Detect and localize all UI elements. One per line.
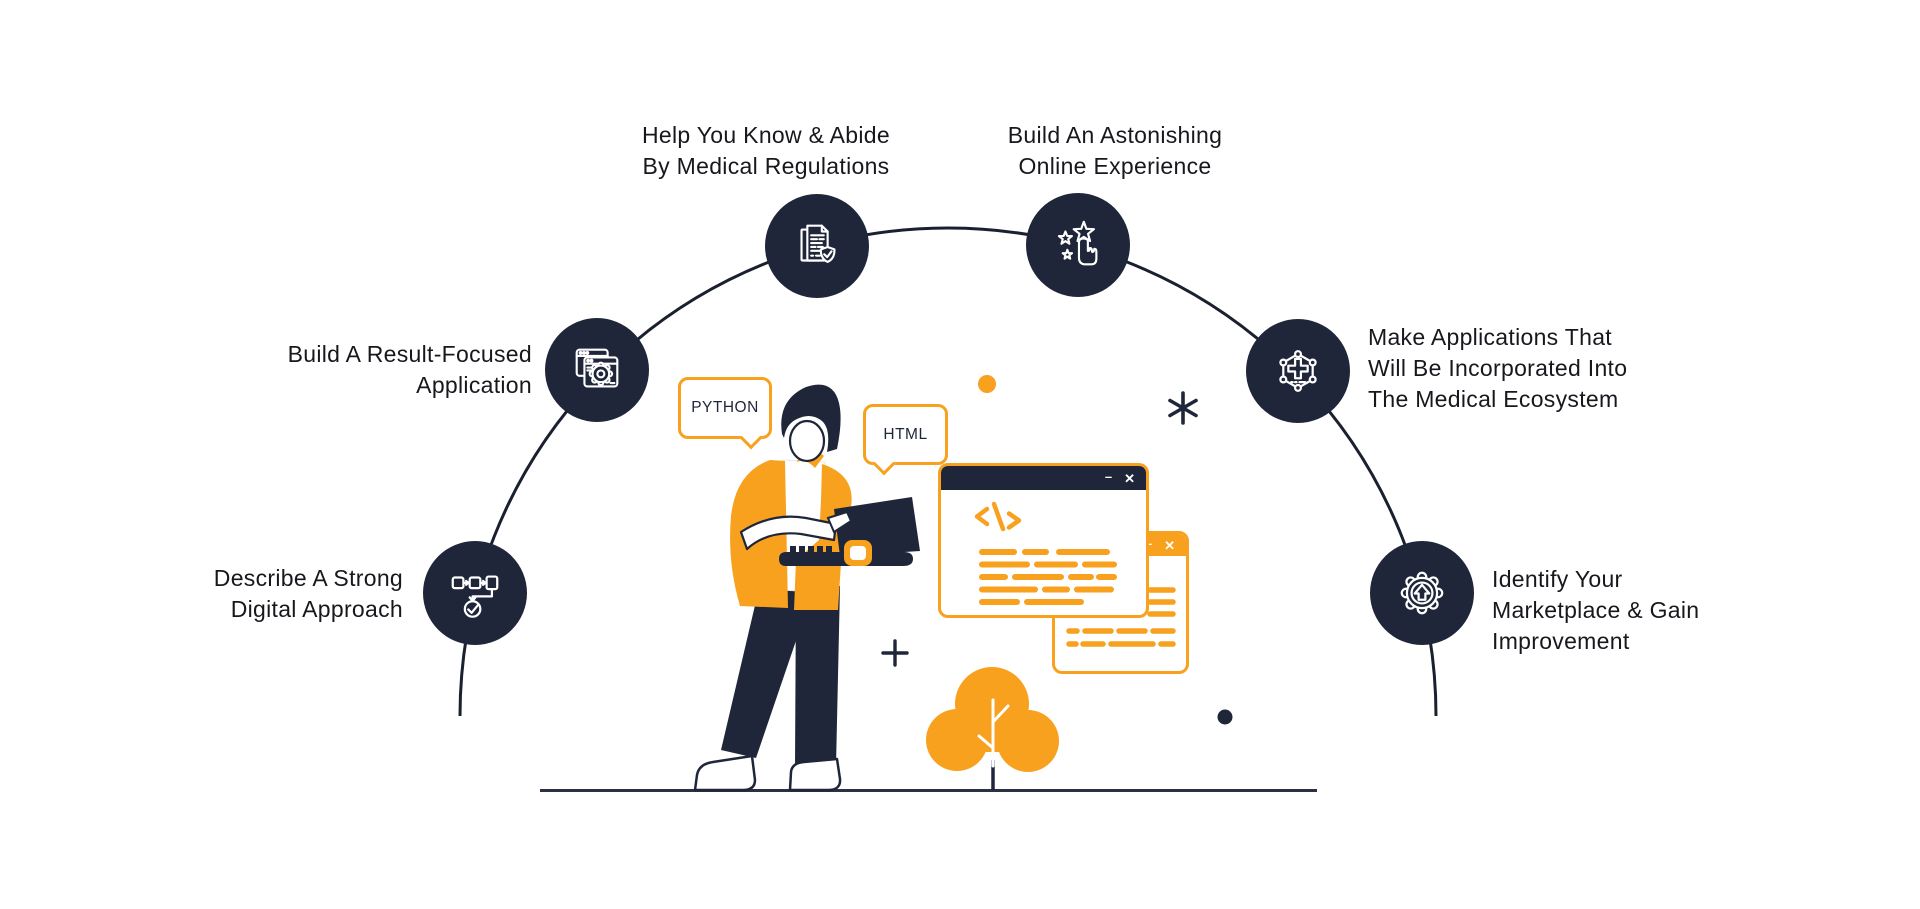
step-label-describe: Describe A Strong Digital Approach (213, 565, 403, 622)
code-icon (974, 501, 1022, 532)
step-node-regulations (765, 194, 869, 298)
step-node-astonishing (1026, 193, 1130, 297)
browser-gear-icon (575, 348, 619, 388)
step-label-ecosystem: Make Applications That Will Be Incorpora… (1368, 324, 1628, 412)
right-shoe (788, 757, 842, 792)
step-label-identify: Identify Your Marketplace & Gain Improve… (1492, 566, 1700, 654)
gear-up-arrow-icon (1400, 571, 1444, 615)
step-label-astonishing: Build An Astonishing Online Experience (1007, 122, 1223, 179)
front-window-titlebar: – ✕ (941, 466, 1146, 490)
plus-decoration (881, 639, 909, 667)
tree-icon (926, 667, 1059, 790)
flowchart-check-icon (451, 575, 499, 618)
medical-cross-glyph (1287, 357, 1309, 380)
navy-dot (1217, 709, 1233, 725)
document-shield-check-icon (800, 224, 836, 264)
stars-rating-hand-icon (1057, 220, 1098, 266)
step-node-result-focused (545, 318, 649, 422)
gear-glyph (588, 361, 614, 387)
code-content (974, 501, 1117, 605)
asterisk-decoration (1168, 391, 1198, 425)
close-icon: ✕ (1164, 537, 1175, 553)
semicircle-arc (458, 226, 1438, 717)
code-lines (1066, 587, 1176, 647)
speech-bubble-html: HTML (863, 404, 948, 465)
up-arrow-glyph (1413, 583, 1431, 601)
step-node-ecosystem (1246, 319, 1350, 423)
code-editor-window: – ✕ (938, 463, 1149, 618)
minimize-icon: – (1104, 468, 1113, 484)
step-node-identify (1370, 541, 1474, 645)
orange-dot (978, 375, 996, 393)
python-label: PYTHON (691, 399, 759, 416)
html-label: HTML (883, 425, 928, 443)
step-node-describe (423, 541, 527, 645)
network-medical-cross-icon (1279, 350, 1317, 392)
speech-bubble-python: PYTHON (678, 377, 772, 439)
step-label-regulations: Help You Know & Abide By Medical Regulat… (642, 122, 890, 179)
hair (781, 384, 841, 452)
step-label-result-focused: Build A Result-Focused Application (287, 341, 532, 398)
developer-person (693, 384, 920, 792)
close-icon: ✕ (1124, 470, 1135, 486)
face (788, 419, 826, 463)
left-shoe (693, 754, 757, 792)
code-lines (979, 549, 1117, 605)
